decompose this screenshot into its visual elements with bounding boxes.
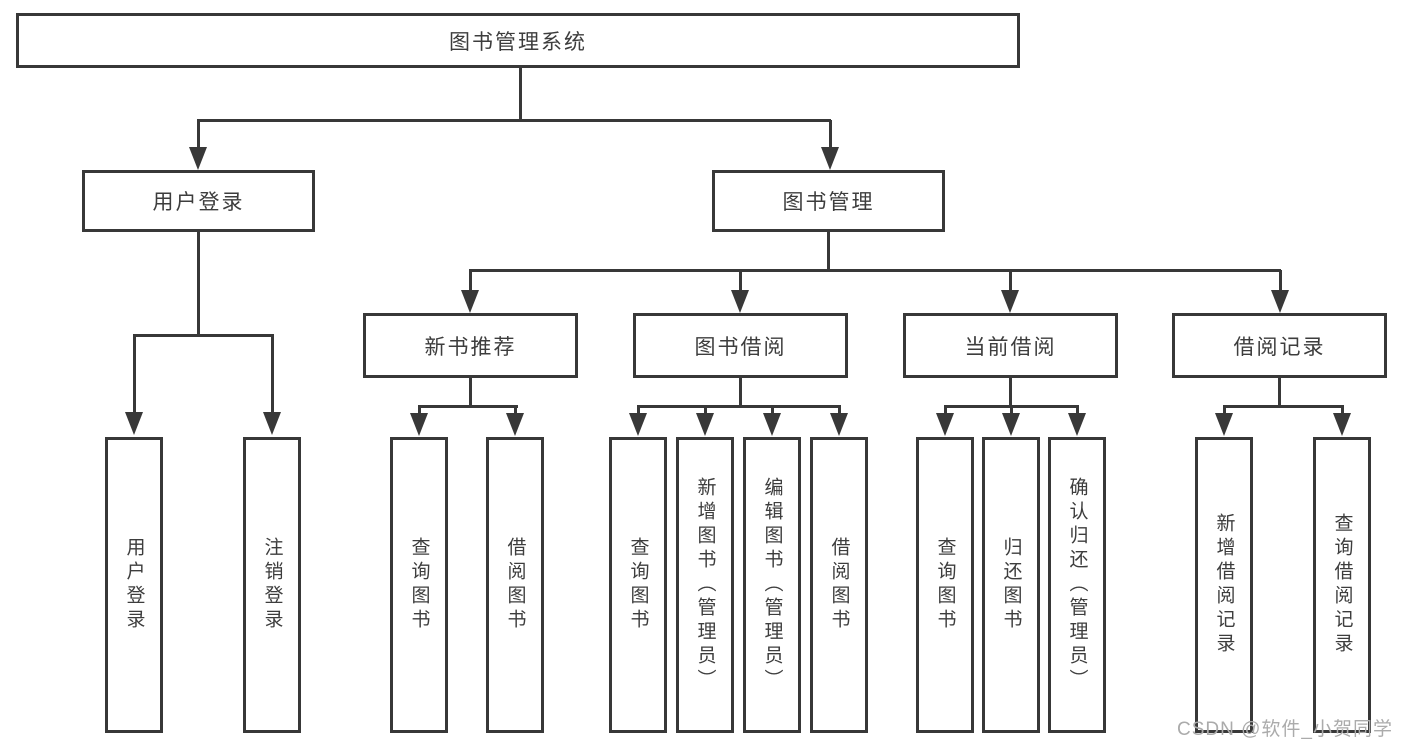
leaf-confirm-return-admin-label: 确认归还（管理员） [1066,477,1088,693]
connector-line [197,120,200,148]
arrow-down-icon [830,413,848,436]
arrow-down-icon [1215,413,1233,436]
arrow-down-icon [263,412,281,435]
leaf-edit-book-admin-label: 编辑图书（管理员） [761,477,783,693]
leaf-confirm-return-admin: 确认归还（管理员） [1048,437,1106,733]
node-borrow-records: 借阅记录 [1172,313,1387,378]
connector-line [1009,378,1012,406]
arrow-down-icon [821,147,839,170]
leaf-query-books-recommend-label: 查询图书 [408,537,430,633]
connector-line [739,378,742,406]
connector-line [1223,406,1226,415]
connector-line [637,405,841,408]
arrow-down-icon [731,290,749,313]
leaf-borrow-books-recommend: 借阅图书 [486,437,544,733]
connector-line [197,232,200,335]
leaf-borrow-books: 借阅图书 [810,437,868,733]
leaf-query-borrow-record: 查询借阅记录 [1313,437,1371,733]
leaf-query-books-borrow: 查询图书 [609,437,667,733]
node-new-book-recommend: 新书推荐 [363,313,578,378]
connector-line [739,270,742,291]
connector-line [827,232,830,270]
leaf-query-books-borrow-label: 查询图书 [627,537,649,633]
leaf-user-login: 用户登录 [105,437,163,733]
arrow-down-icon [629,413,647,436]
leaf-edit-book-admin: 编辑图书（管理员） [743,437,801,733]
arrow-down-icon [1068,413,1086,436]
arrow-down-icon [1333,413,1351,436]
connector-line [418,405,518,408]
connector-line [418,406,421,415]
arrow-down-icon [189,147,207,170]
node-current-borrow-label: 当前借阅 [964,335,1057,359]
leaf-add-book-admin-label: 新增图书（管理员） [694,477,716,693]
connector-line [469,270,472,291]
arrow-down-icon [763,413,781,436]
connector-line [514,406,517,415]
arrow-down-icon [936,413,954,436]
leaf-query-books-recommend: 查询图书 [390,437,448,733]
arrow-down-icon [410,413,428,436]
arrow-down-icon [461,290,479,313]
leaf-add-borrow-record: 新增借阅记录 [1195,437,1253,733]
connector-line [829,120,832,148]
connector-line [469,269,1281,272]
arrow-down-icon [125,412,143,435]
leaf-query-books-current: 查询图书 [916,437,974,733]
connector-line [1009,270,1012,291]
leaf-add-borrow-record-label: 新增借阅记录 [1213,513,1235,657]
connector-line [1278,378,1281,406]
node-new-book-recommend-label: 新书推荐 [424,335,517,359]
connector-line [637,406,640,415]
node-user-login: 用户登录 [82,170,315,232]
watermark: CSDN @软件_小贺同学 [1177,719,1393,740]
node-book-management: 图书管理 [712,170,945,232]
connector-line [771,406,774,415]
node-borrow-records-label: 借阅记录 [1233,335,1326,359]
leaf-user-login-label: 用户登录 [123,537,145,633]
connector-line [469,378,472,406]
leaf-borrow-books-label: 借阅图书 [828,537,850,633]
connector-line [271,335,274,412]
leaf-add-book-admin: 新增图书（管理员） [676,437,734,733]
arrow-down-icon [1002,413,1020,436]
node-book-borrow: 图书借阅 [633,313,848,378]
connector-line [1279,270,1282,291]
connector-line [838,406,841,415]
leaf-query-borrow-record-label: 查询借阅记录 [1331,513,1353,657]
leaf-borrow-books-recommend-label: 借阅图书 [504,537,526,633]
node-book-management-label: 图书管理 [782,191,875,214]
node-user-login-label: 用户登录 [152,191,245,214]
leaf-return-book-label: 归还图书 [1000,537,1022,633]
node-book-borrow-label: 图书借阅 [694,335,787,359]
connector-line [197,119,831,122]
connector-line [704,406,707,415]
connector-line [944,406,947,415]
leaf-logout: 注销登录 [243,437,301,733]
arrow-down-icon [1271,290,1289,313]
connector-line [1010,406,1013,415]
node-root: 图书管理系统 [16,13,1020,68]
connector-line [1341,406,1344,415]
node-current-borrow: 当前借阅 [903,313,1118,378]
leaf-logout-label: 注销登录 [261,537,283,633]
leaf-query-books-current-label: 查询图书 [934,537,956,633]
connector-line [1076,406,1079,415]
node-root-label: 图书管理系统 [449,30,587,54]
arrow-down-icon [506,413,524,436]
arrow-down-icon [696,413,714,436]
arrow-down-icon [1001,290,1019,313]
connector-line [133,335,136,412]
leaf-return-book: 归还图书 [982,437,1040,733]
connector-line [133,334,274,337]
connector-line [519,68,522,120]
connector-line [1223,405,1344,408]
